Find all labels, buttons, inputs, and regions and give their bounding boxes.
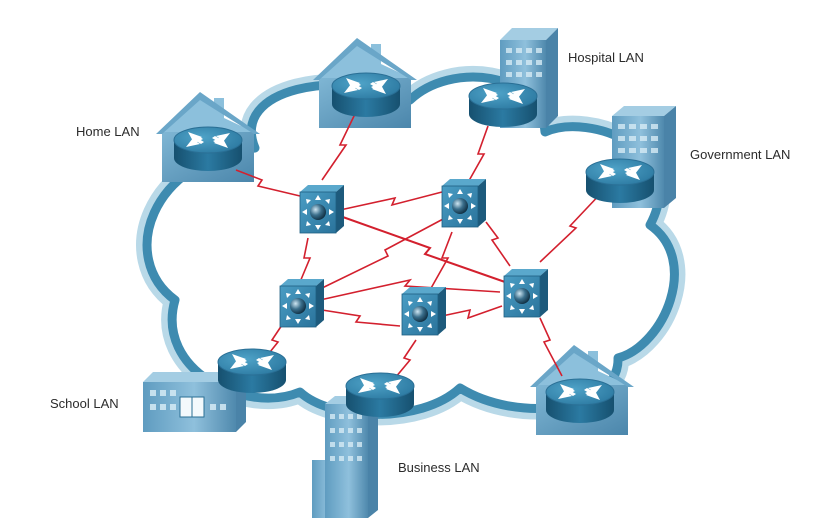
router-icon[interactable] <box>331 72 401 118</box>
serial-link-icon <box>539 189 605 263</box>
multilayer-switch-icon[interactable] <box>503 268 549 318</box>
school-lan-label: School LAN <box>50 396 119 411</box>
serial-link-icon <box>429 231 453 291</box>
hospital-lan-label: Hospital LAN <box>568 50 644 65</box>
business-lan-label: Business LAN <box>398 460 480 475</box>
serial-link-icon <box>441 305 503 320</box>
serial-link-icon <box>235 169 301 197</box>
serial-link-icon <box>319 278 501 301</box>
hospital-router-icon[interactable] <box>468 82 538 128</box>
multilayer-switch-icon[interactable] <box>401 286 447 336</box>
serial-link-icon <box>299 237 312 283</box>
government-router-icon[interactable] <box>585 158 655 204</box>
multilayer-switch-icon[interactable] <box>441 178 487 228</box>
serial-link-icon <box>485 221 511 267</box>
home-router-icon[interactable] <box>173 126 243 172</box>
serial-link-icon <box>339 215 506 283</box>
multilayer-switch-icon[interactable] <box>279 278 325 328</box>
serial-link-icon <box>539 317 563 377</box>
serial-link-icon <box>321 309 401 327</box>
school-building-icon <box>143 372 246 432</box>
serial-links <box>235 113 605 385</box>
serial-link-icon <box>321 113 356 181</box>
home-lan-label: Home LAN <box>76 124 140 139</box>
business-router-icon[interactable] <box>345 372 415 418</box>
serial-link-icon <box>317 217 446 291</box>
business-building-icon <box>312 396 378 518</box>
serial-link-icon <box>339 191 443 211</box>
school-router-icon[interactable] <box>217 348 287 394</box>
multilayer-switch-icon[interactable] <box>299 184 345 234</box>
serial-link-icon <box>389 339 417 385</box>
router-icon[interactable] <box>545 378 615 424</box>
government-lan-label: Government LAN <box>690 147 791 162</box>
serial-link-icon <box>465 125 489 187</box>
